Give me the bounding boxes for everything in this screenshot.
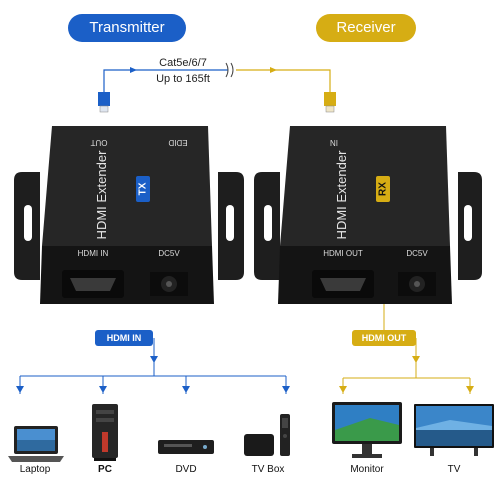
device-label-tv-box: TV Box bbox=[251, 464, 285, 475]
rx-tag-label: RX bbox=[378, 182, 389, 196]
rx-tag-badge bbox=[376, 176, 390, 202]
tv-box-icon bbox=[244, 414, 290, 456]
rx-dc5v-label: DC5V bbox=[406, 249, 428, 258]
hdmi-in-badge: HDMI IN bbox=[95, 330, 153, 346]
tv-icon bbox=[414, 404, 494, 456]
tx-dc5v-label: DC5V bbox=[158, 249, 180, 258]
cat-cable bbox=[103, 62, 331, 92]
receiver-label: Receiver bbox=[316, 14, 416, 42]
device-label-pc: PC bbox=[98, 464, 112, 475]
rj45-plug-tx bbox=[98, 92, 110, 113]
cable-distance-label: Up to 165ft bbox=[156, 73, 210, 85]
device-label-laptop: Laptop bbox=[19, 464, 51, 475]
tx-product-name: HDMI Extender bbox=[94, 150, 109, 240]
dvd-player-icon bbox=[158, 440, 214, 454]
device-label-monitor: Monitor bbox=[350, 464, 384, 475]
rj45-plug-rx bbox=[324, 92, 336, 113]
display-connector-lines bbox=[339, 304, 474, 394]
tx-tag-badge bbox=[136, 176, 150, 202]
device-label-dvd: DVD bbox=[175, 464, 197, 475]
monitor-icon bbox=[332, 402, 402, 458]
hdmi-out-badge: HDMI OUT bbox=[352, 330, 416, 346]
laptop-icon bbox=[8, 426, 64, 462]
device-label-tv: TV bbox=[447, 464, 461, 475]
tx-hdmi-in-label: HDMI IN bbox=[78, 249, 109, 258]
tx-port-out-label: OUT bbox=[90, 138, 107, 147]
receiver-device bbox=[254, 126, 482, 304]
cable-type-label: Cat5e/6/7 bbox=[159, 57, 207, 69]
source-connector-lines bbox=[16, 338, 290, 394]
transmitter-device bbox=[14, 126, 244, 304]
rx-product-name: HDMI Extender bbox=[334, 150, 349, 240]
tx-port-edid-label: EDID bbox=[168, 138, 187, 147]
pc-tower-icon bbox=[92, 404, 118, 461]
rx-hdmi-out-label: HDMI OUT bbox=[323, 249, 363, 258]
rx-port-in-label: IN bbox=[330, 138, 338, 147]
tx-tag-label: TX bbox=[138, 182, 149, 195]
transmitter-label: Transmitter bbox=[68, 14, 186, 42]
